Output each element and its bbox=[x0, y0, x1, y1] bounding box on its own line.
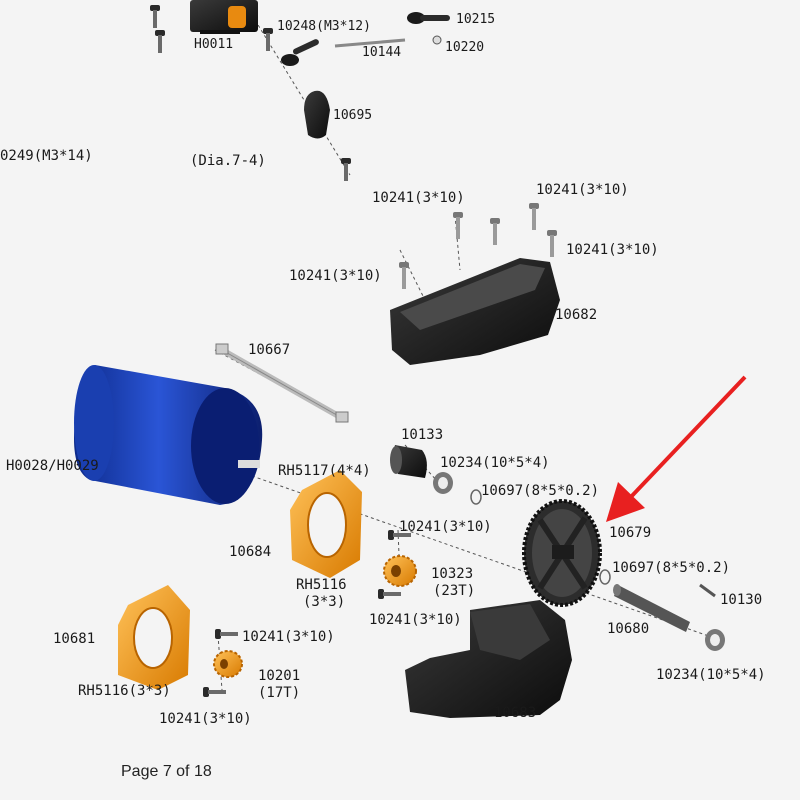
label-10215: 10215 bbox=[456, 12, 496, 27]
screw-top-left bbox=[150, 5, 165, 53]
gear-cover-10682 bbox=[390, 258, 560, 365]
label-rh5116-a-size: (3*3) bbox=[303, 594, 346, 610]
label-10241-a: 10241(3*10) bbox=[372, 190, 465, 206]
label-10680: 10680 bbox=[607, 621, 650, 637]
gear-shaft-10680 bbox=[613, 584, 690, 632]
label-10241-h: 10241(3*10) bbox=[159, 711, 252, 727]
label-10241-g: 10241(3*10) bbox=[242, 629, 335, 645]
drive-shaft-10667 bbox=[215, 343, 349, 423]
pin-10130 bbox=[699, 583, 716, 598]
label-10323: 10323 bbox=[431, 566, 474, 582]
label-rh5116-b: RH5116(3*3) bbox=[78, 683, 171, 699]
label-10683: 10683 bbox=[494, 705, 537, 721]
label-10248: 10248(M3*12) bbox=[277, 19, 371, 34]
motor-h0028 bbox=[74, 365, 263, 505]
label-rh5117: RH5117(4*4) bbox=[278, 463, 371, 479]
label-10697-a: 10697(8*5*0.2) bbox=[481, 483, 600, 499]
label-10679: 10679 bbox=[609, 525, 652, 541]
shim-10697-b bbox=[599, 569, 611, 585]
label-10323-teeth: (23T) bbox=[433, 583, 476, 599]
screw-small-dia bbox=[341, 158, 351, 181]
label-10241-c: 10241(3*10) bbox=[566, 242, 659, 258]
label-10241-e: 10241(3*10) bbox=[399, 519, 492, 535]
label-10241-b: 10241(3*10) bbox=[536, 182, 629, 198]
bearing-10234-a bbox=[433, 472, 453, 494]
label-10133: 10133 bbox=[401, 427, 444, 443]
label-10234-a: 10234(10*5*4) bbox=[440, 455, 550, 471]
label-10249: 0249(M3*14) bbox=[0, 148, 93, 164]
rod-end-10215 bbox=[407, 12, 450, 24]
motor-mount-10684 bbox=[290, 470, 362, 578]
shim-10697-a bbox=[470, 489, 482, 505]
label-10241-f: 10241(3*10) bbox=[369, 612, 462, 628]
link-rod-10144 bbox=[334, 38, 406, 48]
motor-mount-10681 bbox=[118, 585, 190, 690]
page-number: Page 7 of 18 bbox=[121, 763, 212, 780]
label-h0028: H0028/H0029 bbox=[6, 458, 99, 474]
bearing-10234-b bbox=[705, 629, 725, 651]
pinion-10201 bbox=[213, 650, 243, 678]
label-10234-b: 10234(10*5*4) bbox=[656, 667, 766, 683]
rod-end-left bbox=[281, 39, 319, 66]
label-10241-d: 10241(3*10) bbox=[289, 268, 382, 284]
label-10201-teeth: (17T) bbox=[258, 685, 301, 701]
label-10130: 10130 bbox=[720, 592, 763, 608]
label-10201: 10201 bbox=[258, 668, 301, 684]
servo-h0011 bbox=[190, 0, 258, 34]
label-10220: 10220 bbox=[445, 40, 485, 55]
collar-10133 bbox=[390, 445, 427, 478]
label-h0011: H0011 bbox=[194, 37, 234, 52]
label-10682: 10682 bbox=[555, 307, 598, 323]
ball-10220 bbox=[432, 35, 442, 45]
label-10695: 10695 bbox=[333, 108, 373, 123]
pinion-10323 bbox=[383, 555, 417, 587]
gear-housing-10683 bbox=[405, 600, 572, 718]
red-pointer-arrow bbox=[606, 375, 747, 522]
label-10684: 10684 bbox=[229, 544, 272, 560]
label-10681: 10681 bbox=[53, 631, 96, 647]
spur-gear-10679 bbox=[522, 499, 602, 607]
label-10667: 10667 bbox=[248, 342, 291, 358]
label-10144: 10144 bbox=[362, 45, 402, 60]
servo-horn-10695 bbox=[304, 90, 330, 139]
label-rh5116-a: RH5116 bbox=[296, 577, 347, 593]
label-dia: (Dia.7-4) bbox=[190, 153, 266, 169]
label-10697-b: 10697(8*5*0.2) bbox=[612, 560, 731, 576]
